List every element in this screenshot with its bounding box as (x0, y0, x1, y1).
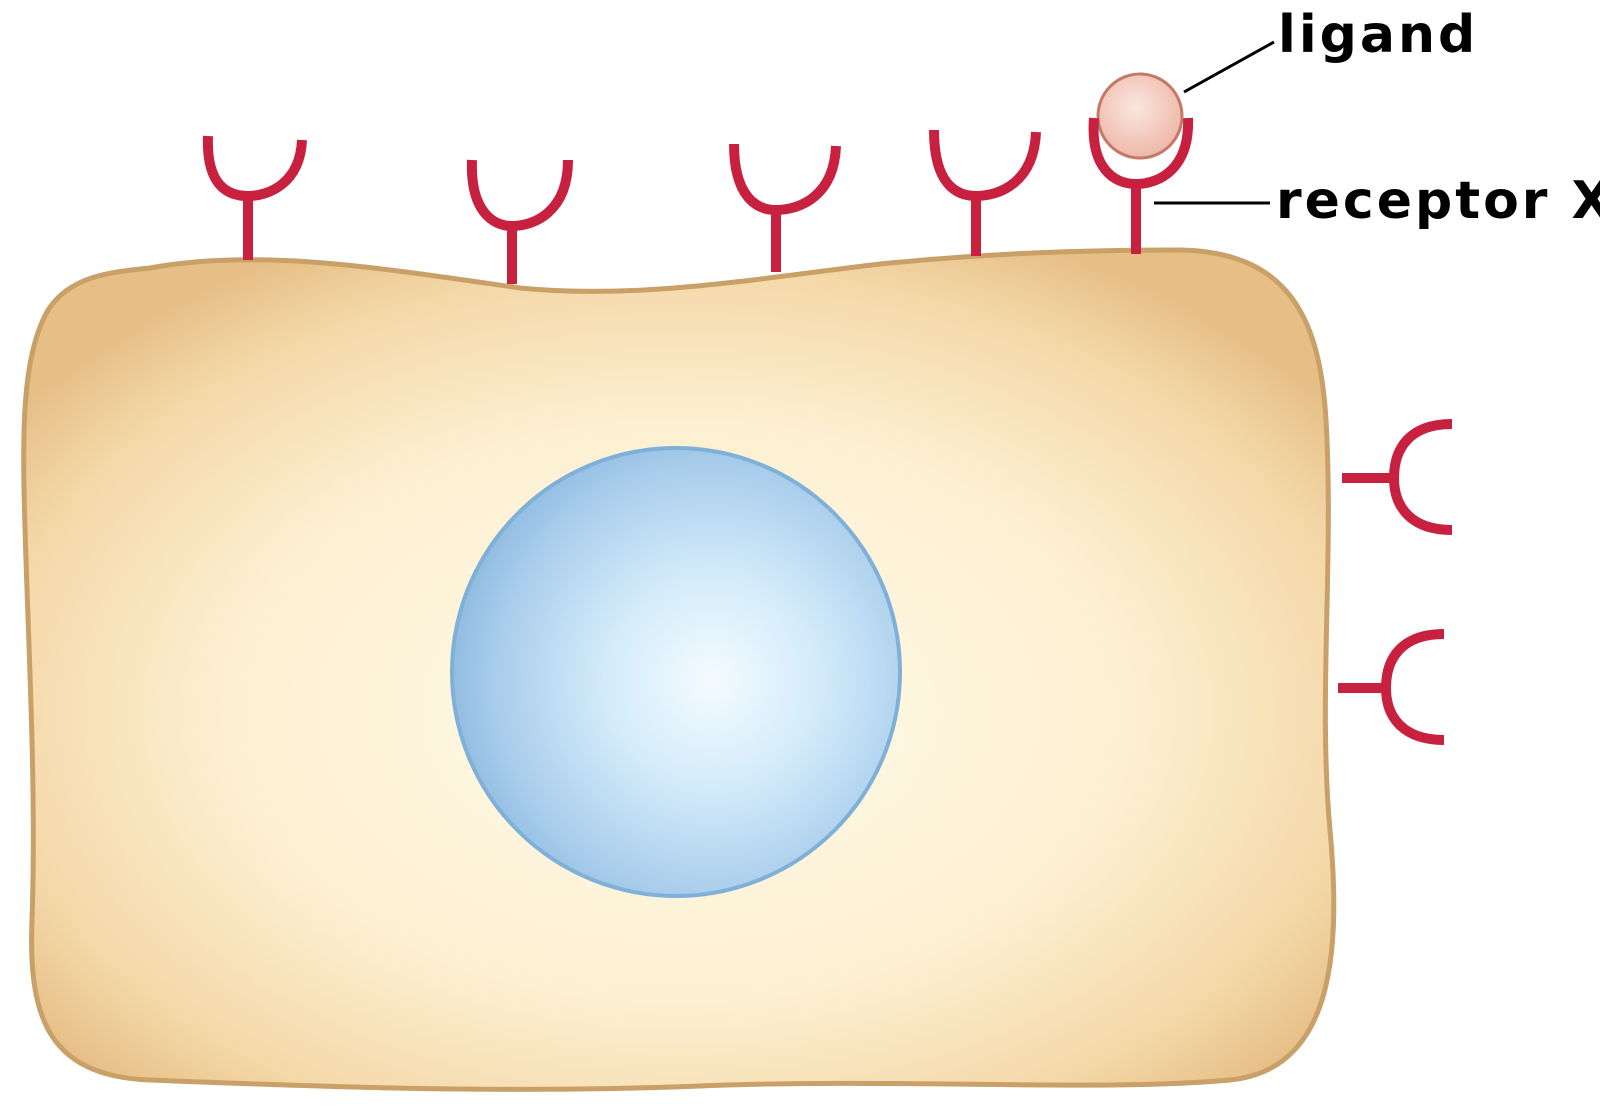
receptor-x (1094, 74, 1189, 254)
receptor-3 (734, 144, 836, 272)
receptor-6 (1342, 424, 1452, 530)
receptor-7 (1338, 634, 1444, 740)
ligand (1098, 74, 1182, 158)
nucleus (452, 448, 900, 896)
ligand-leader-line (1184, 42, 1274, 92)
ligand-label: ligand (1278, 5, 1478, 65)
receptor-x-label: receptor X (1276, 171, 1600, 231)
receptor-4 (934, 130, 1036, 256)
receptor-1 (208, 136, 302, 260)
receptor-2 (472, 160, 568, 284)
